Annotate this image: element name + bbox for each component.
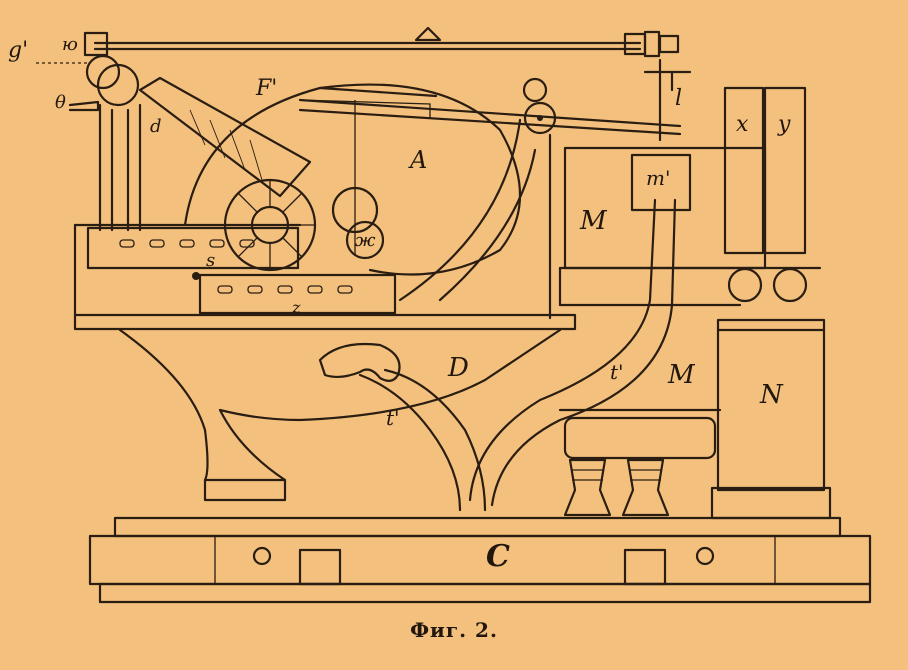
- label-g-prime: g': [8, 38, 29, 63]
- label-A: A: [410, 146, 428, 174]
- disc-A: [183, 83, 522, 276]
- label-s: s: [206, 250, 216, 271]
- label-zh: ж: [355, 230, 376, 251]
- label-D: D: [448, 353, 469, 383]
- label-yu: ю: [62, 34, 78, 55]
- label-F-prime: F': [256, 76, 278, 101]
- lower-cylinders: [558, 408, 722, 517]
- pipes: [358, 198, 677, 512]
- slide-bars: [86, 226, 397, 315]
- upper-beam: [298, 58, 692, 255]
- label-M-upper: M: [580, 206, 607, 236]
- label-C: C: [486, 539, 510, 574]
- label-d: d: [150, 116, 162, 137]
- side-support: [398, 118, 552, 320]
- top-rod: [83, 26, 680, 58]
- base-C: [88, 516, 872, 604]
- label-m-prime: m': [646, 166, 671, 190]
- box-N: [710, 318, 832, 520]
- chamber-M: [558, 86, 822, 307]
- label-theta: θ: [55, 92, 66, 113]
- label-l: l: [675, 86, 683, 111]
- label-t-prime-left: t': [386, 406, 400, 430]
- label-z: z: [292, 298, 301, 317]
- table-plate: [73, 223, 577, 331]
- figure-caption: Фиг. 2.: [410, 618, 498, 642]
- label-y: y: [778, 112, 791, 137]
- lever-arm: [138, 76, 312, 198]
- label-t-prime-right: t': [610, 360, 624, 384]
- label-x: x: [736, 112, 749, 137]
- label-N: N: [760, 380, 783, 410]
- label-M-lower: M: [668, 360, 695, 390]
- body-D: [118, 328, 562, 502]
- left-column: [36, 54, 142, 232]
